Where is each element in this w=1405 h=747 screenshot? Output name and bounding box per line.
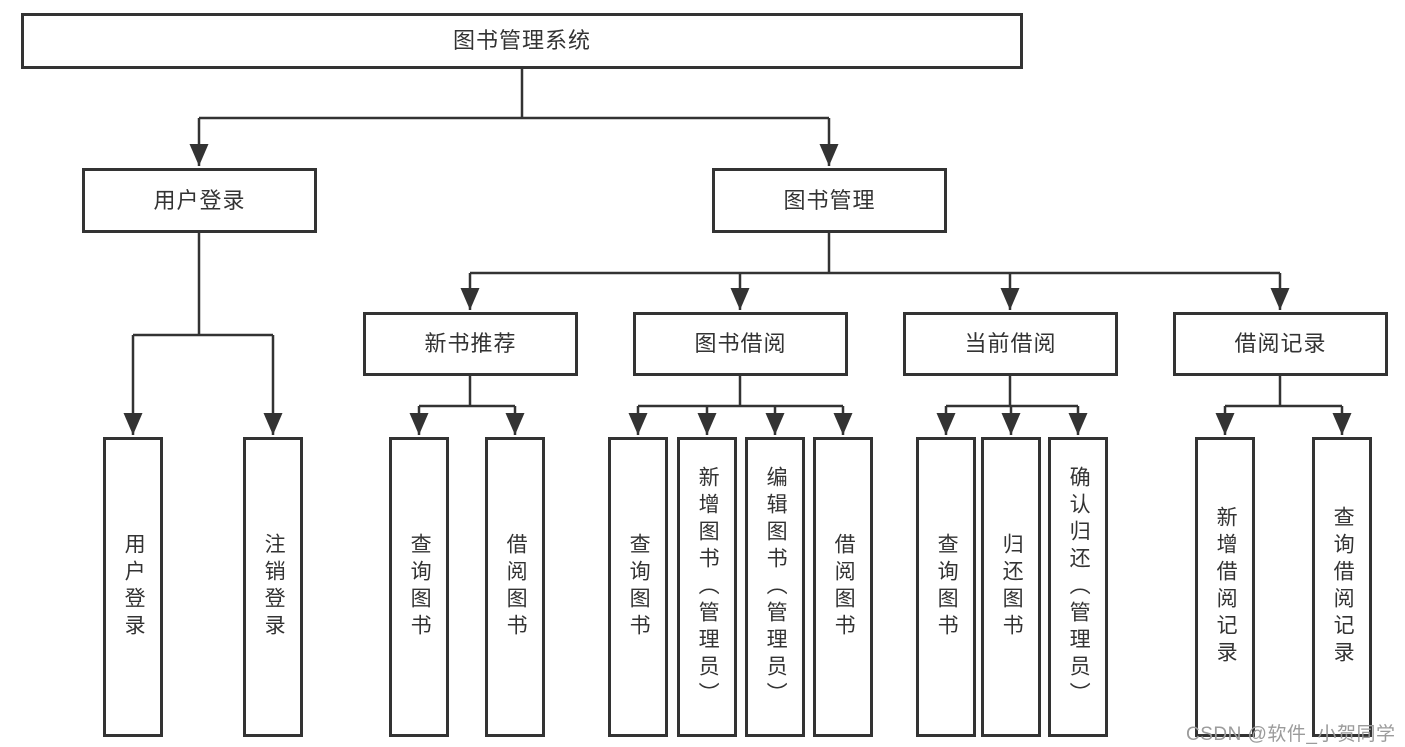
leaf-current-query-book: 查询图书 — [916, 437, 976, 737]
leaf-borrow-query-book: 查询图书 — [608, 437, 668, 737]
node-new-book-recommend: 新书推荐 — [363, 312, 578, 376]
leaf-borrow-edit-book-admin: 编辑图书（管理员） — [745, 437, 805, 737]
leaf-record-add: 新增借阅记录 — [1195, 437, 1255, 737]
node-book-management: 图书管理 — [712, 168, 947, 233]
leaf-current-return-book: 归还图书 — [981, 437, 1041, 737]
connector-path — [133, 69, 1342, 408]
arrowheads — [123, 118, 1352, 435]
node-user-login: 用户登录 — [82, 168, 317, 233]
leaf-recommend-query-book: 查询图书 — [389, 437, 449, 737]
leaf-logout: 注销登录 — [243, 437, 303, 737]
leaf-user-login: 用户登录 — [103, 437, 163, 737]
leaf-record-query: 查询借阅记录 — [1312, 437, 1372, 737]
leaf-recommend-borrow-book: 借阅图书 — [485, 437, 545, 737]
leaf-current-confirm-return-admin: 确认归还（管理员） — [1048, 437, 1108, 737]
node-current-borrow: 当前借阅 — [903, 312, 1118, 376]
node-root-title: 图书管理系统 — [21, 13, 1023, 69]
leaf-borrow-add-book-admin: 新增图书（管理员） — [677, 437, 737, 737]
csdn-watermark: CSDN @软件_小贺同学 — [1186, 724, 1396, 745]
node-book-borrow: 图书借阅 — [633, 312, 848, 376]
leaf-borrow-borrow-book: 借阅图书 — [813, 437, 873, 737]
node-borrow-record: 借阅记录 — [1173, 312, 1388, 376]
